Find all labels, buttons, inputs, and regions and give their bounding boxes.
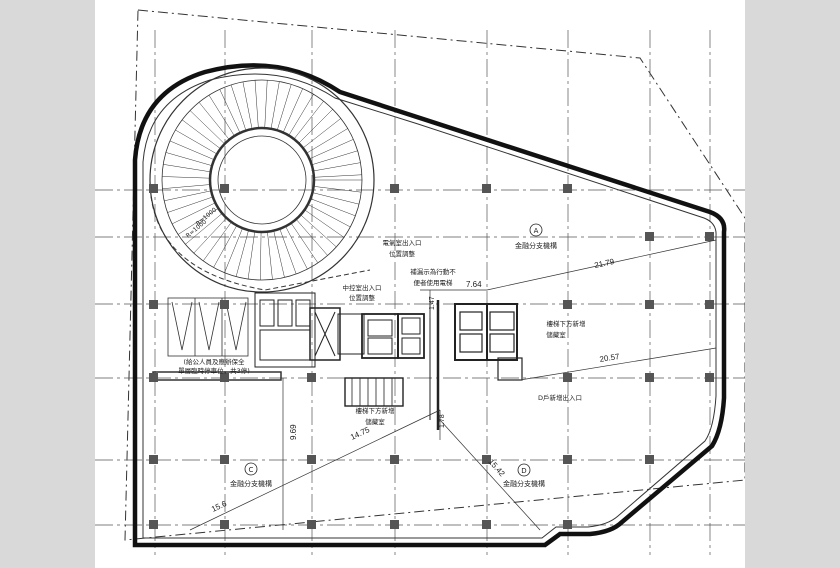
dimension-lines <box>189 239 717 531</box>
ramp-spoke <box>276 84 292 131</box>
ramp-spoke <box>290 222 319 264</box>
ramp-spoke <box>310 198 356 217</box>
drawing-sheet: A 金融分支機構 C 金融分支機構 D 金融分支機構 電氣室出入口 位置調整 中… <box>95 0 745 568</box>
control-entrance-label-2: 位置調整 <box>349 293 376 302</box>
ramp-spoke <box>260 231 262 280</box>
zone-c-name: 金融分支機構 <box>230 479 272 488</box>
dimension-15-6: 15.6 <box>210 499 228 514</box>
ramp-spoke <box>313 162 361 172</box>
ramp-spoke <box>254 80 259 129</box>
accessible-note-2: 便者使用電梯 <box>414 278 454 287</box>
ramp-spoke <box>311 150 358 166</box>
dimension-15-42: 15.42 <box>487 457 507 478</box>
parking-note-1: (給公人員及應辦保全 <box>183 357 245 366</box>
ramp-spoke <box>185 213 223 245</box>
dimension-20-57: 20.57 <box>599 352 621 364</box>
ramp-spoke <box>167 196 213 213</box>
ramp-spoke <box>279 228 297 275</box>
zone-a-name: 金融分支機構 <box>515 241 557 250</box>
ramp-spoke <box>162 184 211 189</box>
site-boundary <box>124 9 745 541</box>
building-outline-inner <box>142 73 717 539</box>
ramp-spoke <box>313 186 362 193</box>
ramp-spoke <box>282 88 303 133</box>
ramp-spoke <box>302 118 341 149</box>
ramp-spoke <box>162 176 211 179</box>
columns <box>149 184 714 529</box>
ramp-spoke <box>169 140 215 160</box>
ramp-spoke <box>298 109 333 144</box>
ramp-spoke <box>264 80 268 129</box>
stair-storage-right-1: 樓梯下方新增 <box>547 319 586 328</box>
ramp-spoke <box>304 209 345 238</box>
ramp-spoke <box>164 190 212 202</box>
ramp-spoke <box>193 217 227 254</box>
ramp-spoke <box>242 81 253 130</box>
ramp-spoke <box>306 128 348 154</box>
stair-storage-left-2: 儲藏室 <box>365 417 385 426</box>
ramp-spoke <box>198 102 230 140</box>
ramp-spoke <box>208 95 235 137</box>
zone-a-letter: A <box>534 227 539 235</box>
ramp-spoke <box>224 228 243 273</box>
ramp-spoke <box>295 219 328 256</box>
ramp-spoke <box>309 139 354 160</box>
dimension-14-75: 14.75 <box>349 425 371 442</box>
ramp-spoke <box>288 94 314 136</box>
ramp-spoke <box>177 208 219 235</box>
ramp-spoke <box>273 230 285 278</box>
electric-entrance-label-1: 電氣室出入口 <box>383 238 422 247</box>
ramp-spoke <box>293 101 324 140</box>
ramp-spoke <box>163 164 211 173</box>
ramp-spoke <box>313 174 362 178</box>
d-entrance-label: D戶新增出入口 <box>538 393 582 402</box>
service-core-right <box>429 300 523 430</box>
ramp-spoke <box>300 214 337 248</box>
dimension-1-78: 1.78 <box>439 414 446 428</box>
stair-storage-right-2: 儲藏室 <box>546 330 566 339</box>
zone-d-name: 金融分支機構 <box>503 479 545 488</box>
dimension-9-69: 9.69 <box>289 424 298 440</box>
electric-entrance-label-2: 位置調整 <box>389 249 416 258</box>
grid-lines <box>95 30 745 555</box>
ramp-spoke <box>270 81 280 129</box>
ramp-spoke <box>165 152 213 166</box>
zone-d-letter: D <box>521 467 526 475</box>
ramp-spoke <box>230 84 247 131</box>
control-entrance-label-1: 中控室出入口 <box>343 283 382 292</box>
ramp-spoke <box>235 230 249 277</box>
ramp-spoke <box>203 221 232 262</box>
zone-markers <box>244 223 543 477</box>
stair-lower-left <box>344 377 404 407</box>
ramp-spoke <box>312 192 360 205</box>
parking-note-2: 單層臨時停車位，共3停) <box>178 366 250 375</box>
floor-plan: A 金融分支機構 C 金融分支機構 D 金融分支機構 電氣室出入口 位置調整 中… <box>95 9 745 555</box>
ramp-spoke <box>219 89 241 133</box>
ramp-spoke <box>285 226 308 270</box>
ramp-spoke <box>307 204 351 228</box>
ramp-spoke <box>172 202 216 225</box>
ramp-spoke <box>213 225 238 268</box>
building-outline <box>132 63 727 548</box>
spiral-ramp <box>149 67 375 293</box>
ramp-spoke <box>181 119 221 149</box>
dimension-1-47: 1.47 <box>429 296 436 310</box>
stair-storage-left-1: 樓梯下方新增 <box>356 406 395 415</box>
ramp-spoke <box>189 110 225 145</box>
dimension-21-79: 21.79 <box>594 257 616 270</box>
ramp-spoke <box>175 129 218 155</box>
ramp-spoke <box>267 231 273 280</box>
service-core-left <box>254 292 425 368</box>
dimension-7-64: 7.64 <box>466 280 482 289</box>
zone-c-letter: C <box>249 466 254 474</box>
accessible-note-1: 補漏示為行動不 <box>410 267 456 276</box>
ramp-spoke <box>247 231 256 280</box>
